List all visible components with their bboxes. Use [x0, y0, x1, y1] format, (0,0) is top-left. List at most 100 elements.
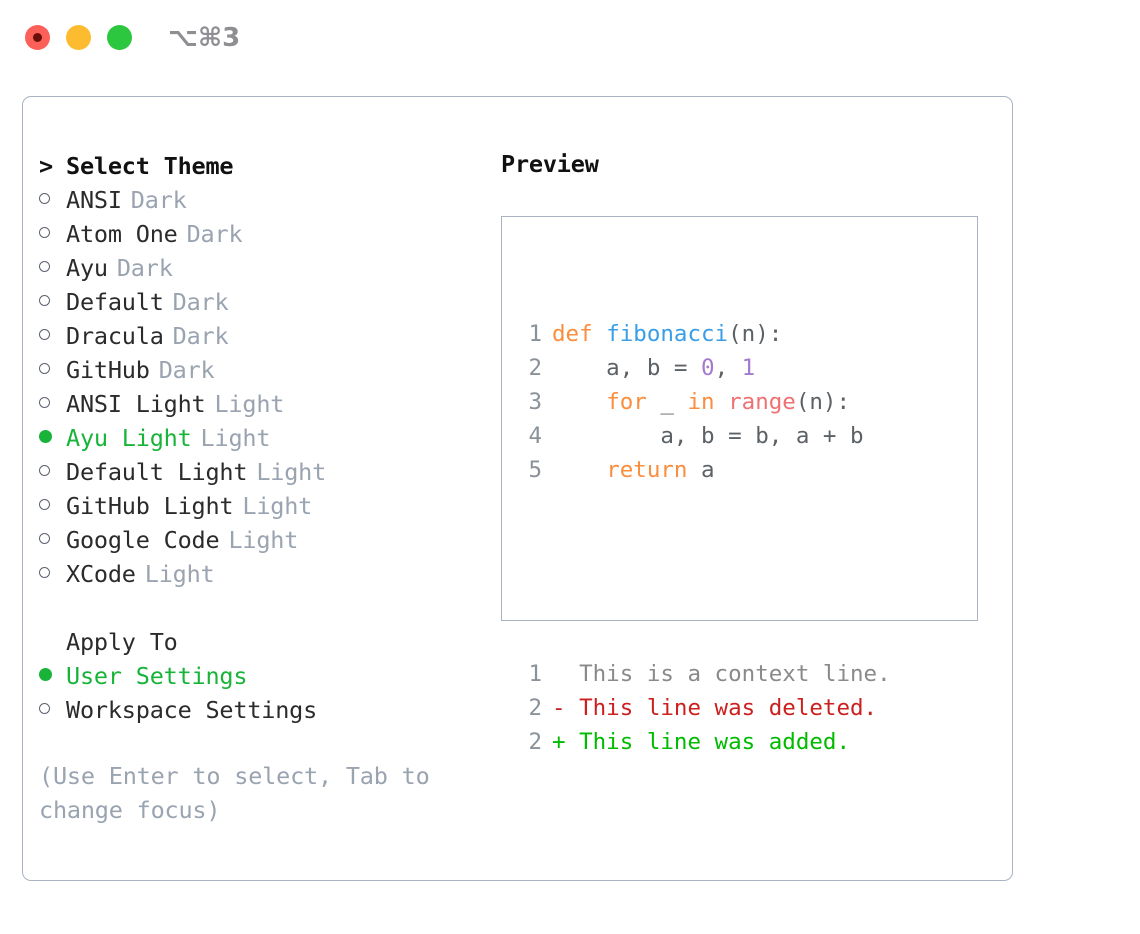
theme-list-item[interactable]: GitHub Dark — [39, 353, 491, 387]
code-token-punc: (n): — [728, 321, 783, 347]
code-line: 2 a, b = 0, 1 — [516, 351, 891, 385]
theme-list-item[interactable]: ANSI Light Light — [39, 387, 491, 421]
code-token-kw: return — [606, 457, 688, 483]
code-line-number: 4 — [528, 423, 542, 449]
theme-variant-tag: Dark — [158, 356, 215, 384]
theme-variant-tag: Dark — [172, 288, 229, 316]
theme-name-label: Default Light — [66, 458, 248, 486]
apply-to-heading: Apply To — [39, 625, 491, 659]
theme-list-item[interactable]: Ayu Dark — [39, 251, 491, 285]
theme-list-item[interactable]: Dracula Dark — [39, 319, 491, 353]
prompt-caret-icon: > — [39, 152, 54, 180]
theme-variant-tag: Light — [242, 492, 313, 520]
title-bar: ⌥⌘3 — [0, 0, 1140, 78]
code-line-number: 2 — [528, 355, 542, 381]
diff-line: 2 + This line was added. — [516, 725, 891, 759]
diff-sign — [552, 661, 566, 687]
diff-line-number: 1 — [528, 661, 542, 687]
code-token-plain: , — [714, 355, 742, 381]
code-token-kw: for — [606, 389, 647, 415]
apply-to-option-label: Workspace Settings — [66, 696, 318, 724]
apply-to-option[interactable]: Workspace Settings — [39, 693, 491, 727]
select-theme-heading: > Select Theme — [39, 149, 491, 183]
code-token-fn: fibonacci — [606, 321, 729, 347]
diff-text: This line was added. — [565, 729, 851, 755]
code-token-punc: (n): — [795, 389, 851, 415]
diff-line-text: - This line was deleted. — [552, 695, 877, 721]
zoom-button[interactable] — [107, 25, 132, 50]
code-token-plain: a, b = — [552, 355, 702, 381]
code-line: 1 def fibonacci(n): — [516, 317, 891, 351]
preview-title: Preview — [501, 150, 599, 178]
theme-name-label: Dracula — [66, 322, 164, 350]
select-theme-heading-label: Select Theme — [66, 152, 234, 180]
window-controls — [25, 25, 132, 50]
code-token-num: 1 — [741, 355, 756, 381]
theme-name-label: Google Code — [66, 526, 220, 554]
apply-to-option-label: User Settings — [66, 662, 248, 690]
diff-line: 1 This is a context line. — [516, 657, 891, 691]
code-token-plain — [715, 389, 729, 415]
theme-name-label: Atom One — [66, 220, 178, 248]
theme-list-item[interactable]: GitHub Light Light — [39, 489, 491, 523]
close-button[interactable] — [25, 25, 50, 50]
code-line-number: 1 — [528, 321, 542, 347]
theme-variant-tag: Dark — [116, 254, 173, 282]
theme-name-label: XCode — [66, 560, 136, 588]
theme-name-label: Ayu — [66, 254, 108, 282]
theme-name-label: GitHub — [66, 356, 150, 384]
theme-variant-tag: Light — [228, 526, 299, 554]
theme-name-label: Ayu Light — [66, 424, 192, 452]
code-token-plain: a, b = b, a + b — [552, 423, 864, 449]
theme-name-label: Default — [66, 288, 164, 316]
code-token-call: range — [728, 389, 796, 415]
diff-sign: + — [552, 729, 566, 755]
diff-text: This is a context line. — [565, 661, 891, 687]
theme-variant-tag: Dark — [172, 322, 229, 350]
code-line: 4 a, b = b, a + b — [516, 419, 891, 453]
diff-text: This line was deleted. — [565, 695, 878, 721]
record-indicator-icon — [33, 33, 42, 42]
theme-name-label: GitHub Light — [66, 492, 234, 520]
theme-name-label: ANSI — [66, 186, 122, 214]
code-token-plain: a — [687, 457, 715, 483]
keyboard-hint-text: (Use Enter to select, Tab to change focu… — [39, 762, 430, 824]
diff-line: 2- This line was deleted. — [516, 691, 891, 725]
apply-to-heading-label: Apply To — [66, 628, 178, 656]
code-token-kw: def — [552, 321, 607, 347]
theme-variant-tag: Dark — [186, 220, 243, 248]
theme-variant-tag: Light — [214, 390, 285, 418]
theme-list-item[interactable]: Default Dark — [39, 285, 491, 319]
code-token-plain: _ — [646, 389, 688, 415]
theme-variant-tag: Dark — [130, 186, 187, 214]
code-token-plain — [552, 389, 606, 415]
diff-line-text: + This line was added. — [552, 729, 850, 755]
apply-to-option[interactable]: User Settings — [39, 659, 491, 693]
code-diff-separator — [516, 555, 891, 589]
theme-list-item[interactable]: Default Light Light — [39, 455, 491, 489]
diff-sign: - — [552, 695, 566, 721]
code-line-number: 3 — [528, 389, 542, 415]
theme-list-item[interactable]: Google Code Light — [39, 523, 491, 557]
diff-line-number: 2 — [528, 695, 542, 721]
code-token-kw: in — [687, 389, 715, 415]
code-line: 5 return a — [516, 453, 891, 487]
minimize-button[interactable] — [66, 25, 91, 50]
theme-list-item[interactable]: Atom One Dark — [39, 217, 491, 251]
code-token-num: 0 — [701, 355, 715, 381]
diff-line-number: 2 — [528, 729, 542, 755]
code-line-number: 5 — [528, 457, 542, 483]
theme-variant-tag: Light — [256, 458, 327, 486]
theme-list-item[interactable]: ANSI Dark — [39, 183, 491, 217]
theme-list-item[interactable]: XCode Light — [39, 557, 491, 591]
theme-name-label: ANSI Light — [66, 390, 206, 418]
theme-variant-tag: Light — [144, 560, 215, 588]
